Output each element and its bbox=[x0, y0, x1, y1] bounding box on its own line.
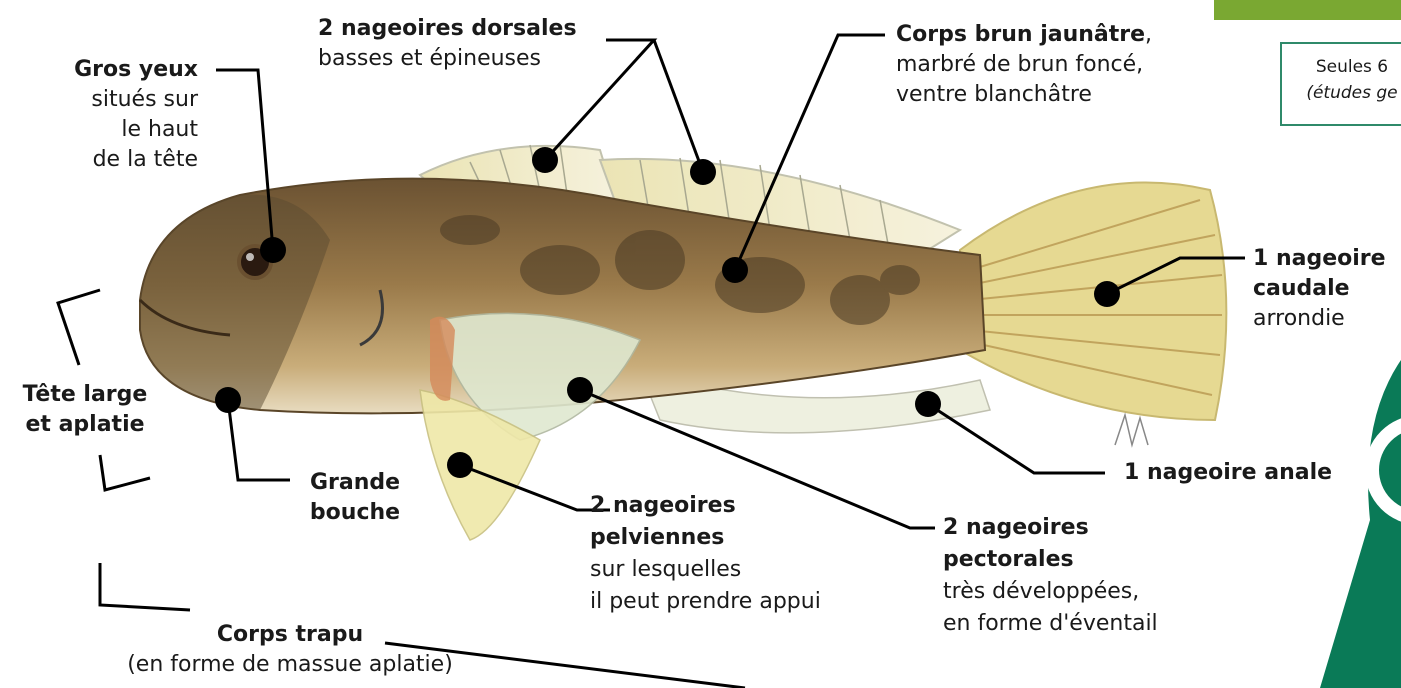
artist-signature bbox=[1115, 415, 1148, 445]
label-mouth-title-1: Grande bbox=[310, 470, 400, 495]
label-head: Tête large et aplatie bbox=[10, 380, 160, 440]
label-anal-title: 1 nageoire anale bbox=[1124, 460, 1332, 485]
label-anal: 1 nageoire anale bbox=[1124, 458, 1332, 488]
label-pectoral-line-2: en forme d'éventail bbox=[943, 611, 1158, 636]
label-stocky-body-line-1: (en forme de massue aplatie) bbox=[127, 652, 453, 677]
label-pectoral: 2 nageoires pectorales très développées,… bbox=[943, 512, 1158, 640]
label-pelvic-line-1: sur lesquelles bbox=[590, 557, 741, 582]
label-caudal-title-1: 1 nageoire bbox=[1253, 246, 1386, 271]
label-mouth-title-2: bouche bbox=[310, 500, 400, 525]
label-stocky-body: Corps trapu (en forme de massue aplatie) bbox=[0, 620, 580, 680]
label-body-color: Corps brun jaunâtre, marbré de brun fonc… bbox=[896, 20, 1152, 110]
label-pelvic-title-2: pelviennes bbox=[590, 525, 724, 550]
label-body-color-line-1: marbré de brun foncé, bbox=[896, 52, 1143, 77]
label-caudal-title-2: caudale bbox=[1253, 276, 1350, 301]
label-body-color-title: Corps brun jaunâtre bbox=[896, 22, 1145, 47]
label-eyes: Gros yeux situés sur le haut de la tête bbox=[50, 55, 198, 175]
label-head-title-1: Tête large bbox=[23, 382, 148, 407]
label-body-color-sep: , bbox=[1145, 22, 1152, 47]
label-eyes-line-3: de la tête bbox=[93, 147, 198, 172]
label-pectoral-title-2: pectorales bbox=[943, 547, 1074, 572]
label-eyes-line-1: situés sur bbox=[91, 87, 198, 112]
label-eyes-line-2: le haut bbox=[121, 117, 198, 142]
label-pectoral-title-1: 2 nageoires bbox=[943, 515, 1089, 540]
label-eyes-title: Gros yeux bbox=[74, 57, 198, 82]
label-pectoral-line-1: très développées, bbox=[943, 579, 1139, 604]
label-caudal: 1 nageoire caudale arrondie bbox=[1253, 244, 1386, 334]
label-stocky-body-title: Corps trapu bbox=[217, 622, 363, 647]
label-caudal-line-1: arrondie bbox=[1253, 306, 1345, 331]
label-dorsal-line-1: basses et épineuses bbox=[318, 46, 541, 71]
caudal-fin bbox=[960, 183, 1226, 421]
label-pelvic-title-1: 2 nageoires bbox=[590, 493, 736, 518]
label-dorsal: 2 nageoires dorsales basses et épineuses bbox=[318, 14, 577, 74]
label-pelvic: 2 nageoires pelviennes sur lesquelles il… bbox=[590, 490, 821, 618]
label-body-color-line-2: ventre blanchâtre bbox=[896, 82, 1092, 107]
label-mouth: Grande bouche bbox=[290, 468, 420, 528]
label-head-title-2: et aplatie bbox=[25, 412, 144, 437]
green-emblem bbox=[1320, 360, 1401, 688]
label-pelvic-line-2: il peut prendre appui bbox=[590, 589, 821, 614]
label-dorsal-title: 2 nageoires dorsales bbox=[318, 16, 577, 41]
